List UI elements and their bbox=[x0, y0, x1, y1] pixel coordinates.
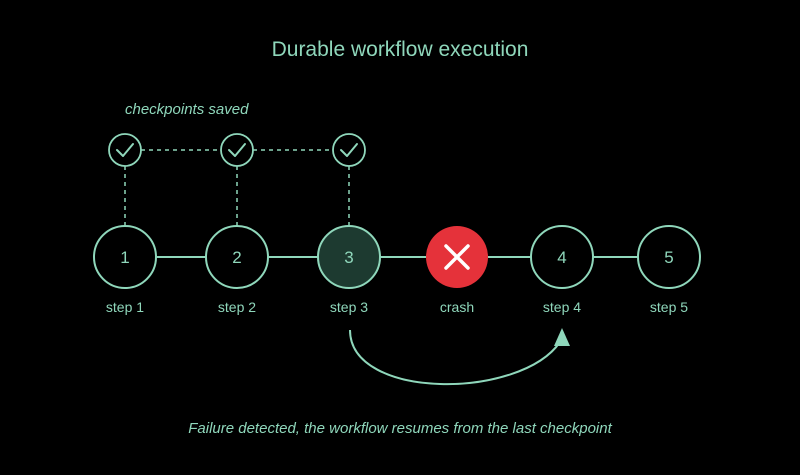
step-label: step 4 bbox=[543, 299, 581, 315]
crash-node bbox=[426, 226, 488, 288]
check-icon bbox=[116, 143, 134, 157]
resume-arrowhead bbox=[554, 328, 570, 346]
step-label: step 1 bbox=[106, 299, 144, 315]
checkpoint-caption: checkpoints saved bbox=[125, 101, 249, 118]
step-number: 1 bbox=[120, 248, 129, 267]
step-number: 2 bbox=[232, 248, 241, 267]
checkpoint-3 bbox=[332, 133, 366, 167]
step-node-2: 2 bbox=[205, 225, 269, 289]
step-node-3: 3 bbox=[317, 225, 381, 289]
step-number: 3 bbox=[344, 248, 353, 267]
check-icon bbox=[228, 143, 246, 157]
step-node-5: 5 bbox=[637, 225, 701, 289]
check-icon bbox=[340, 143, 358, 157]
step-label: step 5 bbox=[650, 299, 688, 315]
footer-caption: Failure detected, the workflow resumes f… bbox=[188, 420, 612, 437]
step-label: step 3 bbox=[330, 299, 368, 315]
step-node-1: 1 bbox=[93, 225, 157, 289]
step-node-4: 4 bbox=[530, 225, 594, 289]
diagram-title: Durable workflow execution bbox=[271, 38, 529, 61]
step-number: 4 bbox=[557, 248, 566, 267]
x-icon bbox=[444, 244, 470, 270]
step-label: step 2 bbox=[218, 299, 256, 315]
step-number: 5 bbox=[664, 248, 673, 267]
checkpoint-1 bbox=[108, 133, 142, 167]
crash-label: crash bbox=[440, 299, 474, 315]
checkpoint-2 bbox=[220, 133, 254, 167]
resume-arrow bbox=[349, 329, 561, 385]
